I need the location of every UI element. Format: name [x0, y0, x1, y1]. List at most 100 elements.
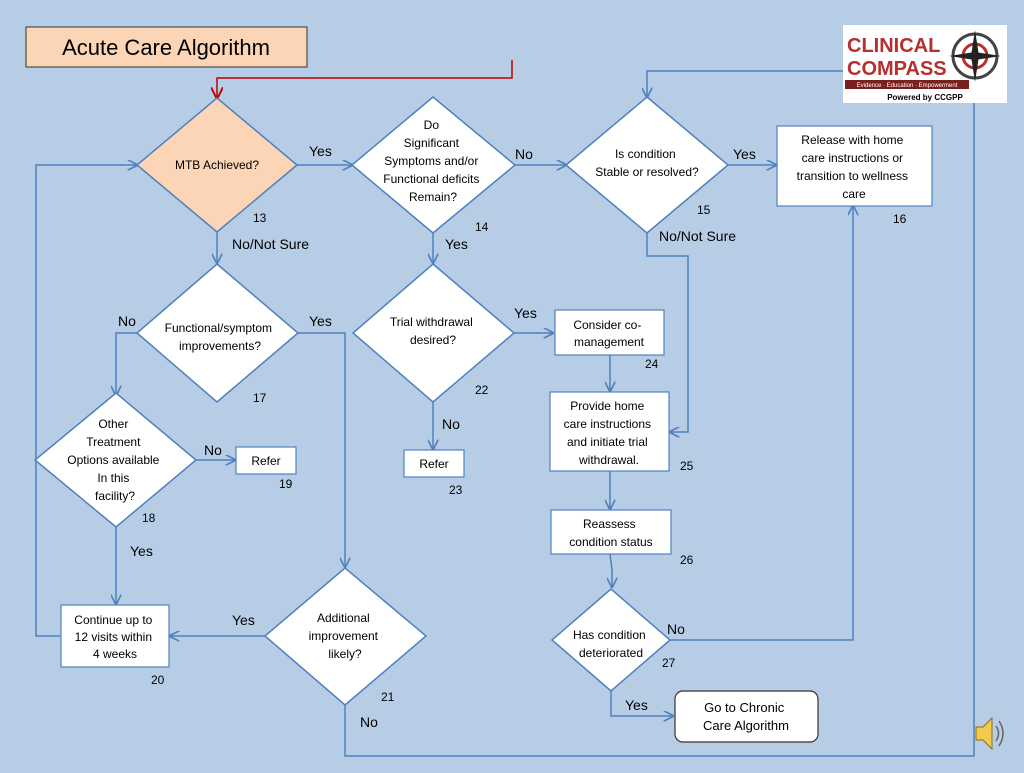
node-text: Reassess condition status: [569, 517, 652, 549]
node-text: Consider co- management: [573, 318, 644, 349]
node-number: 15: [697, 203, 711, 217]
edge-label: Yes: [445, 236, 468, 252]
edge-label: Yes: [232, 612, 255, 628]
node-number: 21: [381, 690, 395, 704]
logo-line1: CLINICAL: [847, 35, 940, 57]
title-box: Acute Care Algorithm: [25, 26, 308, 68]
edge-label: Yes: [625, 697, 648, 713]
node-refer-23: Refer 23: [403, 449, 465, 497]
edge-label: Yes: [733, 146, 756, 162]
edge-label: Yes: [309, 313, 332, 329]
node-number: 27: [662, 656, 676, 670]
edge-label: No/Not Sure: [232, 236, 309, 252]
node-number: 25: [680, 459, 694, 473]
node-number: 19: [279, 477, 293, 491]
node-continue-visits: Continue up to 12 visits within 4 weeks …: [60, 604, 170, 687]
node-line: MTB Achieved?: [175, 158, 259, 172]
node-line: Other: [98, 417, 128, 431]
node-text: Provide home care instructions and initi…: [564, 399, 655, 467]
node-line: deteriorated: [579, 646, 643, 660]
node-line: care instructions: [564, 417, 651, 431]
node-line: improvement: [309, 629, 379, 643]
node-text: Functional/symptom improvements?: [165, 321, 276, 353]
node-provide-home-care: Provide home care instructions and initi…: [549, 391, 694, 473]
node-text: Go to Chronic Care Algorithm: [703, 700, 789, 733]
node-line: care: [842, 187, 866, 201]
page-title: Acute Care Algorithm: [62, 35, 270, 60]
edge-label: No: [360, 714, 378, 730]
node-number: 26: [680, 553, 694, 567]
edge-label: No: [204, 442, 222, 458]
node-number: 17: [253, 391, 267, 405]
node-number: 14: [475, 220, 489, 234]
node-number: 16: [893, 212, 907, 226]
node-number: 20: [151, 673, 165, 687]
node-functional-improvements: Functional/symptom improvements? 17: [135, 263, 300, 405]
node-line: and initiate trial: [567, 435, 648, 449]
node-line: Go to Chronic: [704, 700, 785, 715]
node-number: 22: [475, 383, 489, 397]
logo-line2: COMPASS: [847, 58, 947, 80]
edge-label: No: [118, 313, 136, 329]
node-text: Other Treatment Options available In thi…: [67, 417, 162, 503]
edge-label: No/Not Sure: [659, 228, 736, 244]
edge-labels: Yes No/Not Sure No Yes Yes No/Not Sure N…: [118, 143, 756, 730]
node-line: Stable or resolved?: [595, 165, 699, 179]
node-line: Continue up to: [74, 613, 152, 627]
node-line: Functional deficits: [383, 172, 479, 186]
node-number: 18: [142, 511, 156, 525]
node-reassess-condition: Reassess condition status 26: [550, 509, 694, 567]
node-line: Reassess: [583, 517, 636, 531]
edge-label: No: [667, 621, 685, 637]
node-line: facility?: [95, 489, 135, 503]
node-consider-co-management: Consider co- management 24: [554, 309, 665, 371]
node-line: In this: [97, 471, 129, 485]
node-line: Options available: [67, 453, 159, 467]
edge-label: Yes: [309, 143, 332, 159]
node-number: 13: [253, 211, 267, 225]
compass-icon: [949, 30, 1001, 82]
node-line: Is condition: [615, 147, 676, 161]
node-significant-symptoms: Do Significant Symptoms and/or Functiona…: [350, 96, 517, 234]
entry-arrow: [217, 60, 513, 98]
node-stable-resolved: Is condition Stable or resolved? 15: [564, 96, 730, 234]
node-text: Is condition Stable or resolved?: [595, 147, 699, 179]
node-mtb-achieved: MTB Achieved? 13: [135, 97, 299, 233]
node-text: Continue up to 12 visits within 4 weeks: [74, 613, 155, 661]
node-other-treatment-options: Other Treatment Options available In thi…: [33, 392, 198, 528]
node-line: Consider co-: [573, 318, 641, 332]
edge-label: No: [515, 146, 533, 162]
node-text: MTB Achieved?: [175, 158, 259, 172]
speaker-icon[interactable]: [975, 716, 1004, 751]
node-condition-deteriorated: Has condition deteriorated 27: [550, 588, 676, 692]
logo-powered: Powered by CCGPP: [887, 93, 963, 102]
node-line: 4 weeks: [93, 647, 137, 661]
node-number: 24: [645, 357, 659, 371]
node-line: 12 visits within: [75, 630, 152, 644]
node-line: Symptoms and/or: [384, 154, 478, 168]
node-line: Additional: [317, 611, 370, 625]
node-line: desired?: [410, 333, 456, 347]
node-line: Significant: [404, 136, 460, 150]
edge-label: Yes: [130, 543, 153, 559]
node-line: Release with home: [801, 133, 903, 147]
edge-label: Yes: [514, 305, 537, 321]
node-line: care instructions or: [802, 151, 903, 165]
node-release-home-care: Release with home care instructions or t…: [776, 125, 933, 226]
clinical-compass-logo: CLINICAL COMPASS Evidence · Education · …: [843, 25, 1007, 103]
node-text: Release with home care instructions or t…: [797, 133, 912, 201]
logo-tagline: Evidence · Education · Empowerment: [857, 83, 958, 89]
node-line: Do: [424, 118, 440, 132]
node-refer-19: Refer 19: [235, 446, 297, 491]
node-text: Refer: [419, 457, 448, 471]
node-line: likely?: [328, 647, 362, 661]
node-additional-improvement: Additional improvement likely? 21: [263, 567, 428, 706]
node-go-to-chronic[interactable]: Go to Chronic Care Algorithm: [674, 690, 819, 743]
node-text: Has condition deteriorated: [573, 628, 649, 660]
node-line: Has condition: [573, 628, 646, 642]
node-text: Do Significant Symptoms and/or Functiona…: [383, 118, 482, 204]
node-line: Trial withdrawal: [390, 315, 473, 329]
node-line: withdrawal.: [578, 453, 639, 467]
node-text: Trial withdrawal desired?: [390, 315, 476, 347]
